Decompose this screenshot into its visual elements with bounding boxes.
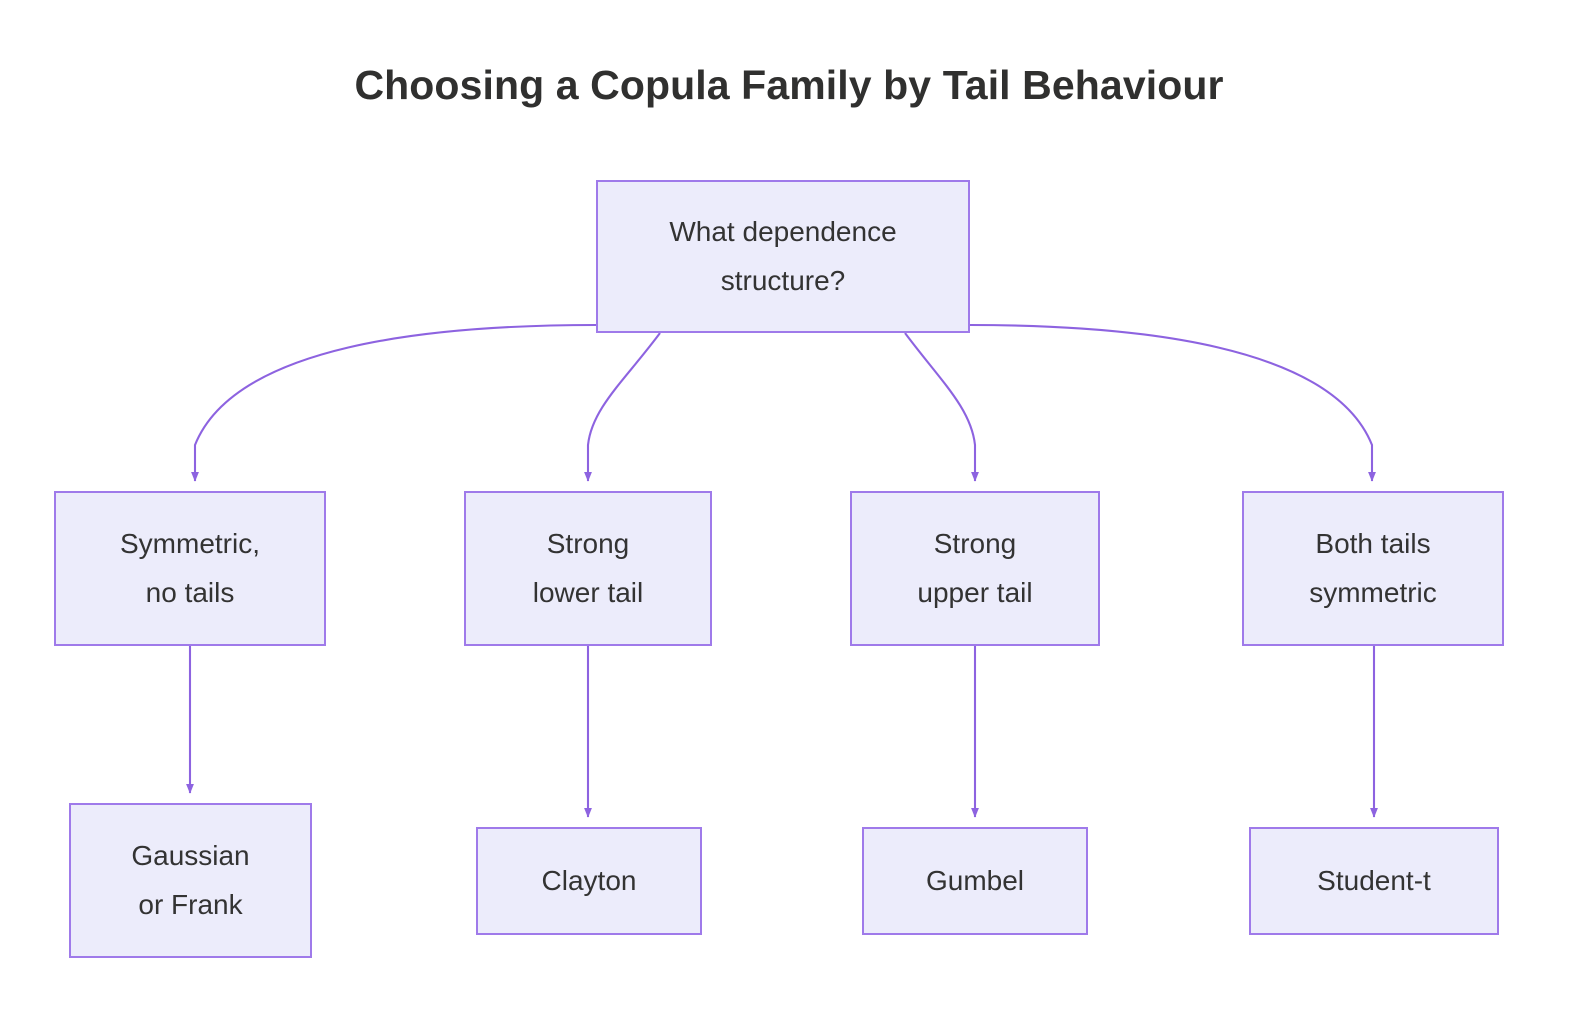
node-leaf-clayton-line-1: Clayton — [541, 864, 637, 896]
edge-root-to-strong-lower-tail — [584, 332, 661, 482]
node-leaf-student-t-line-1: Student-t — [1317, 864, 1431, 896]
node-leaf-student-t[interactable]: Student-t — [1249, 827, 1499, 935]
node-branch-strong-upper-tail[interactable]: Strong upper tail — [850, 491, 1100, 646]
node-branch-symmetric-no-tails-line-2: no tails — [145, 576, 235, 608]
edge-root-to-strong-upper-tail — [904, 332, 979, 482]
edge-root-to-symmetric-no-tails — [191, 323, 597, 482]
node-branch-strong-upper-tail-line-2: upper tail — [917, 576, 1033, 608]
node-leaf-gaussian-or-frank-line-2: or Frank — [138, 888, 243, 920]
node-branch-strong-lower-tail[interactable]: Strong lower tail — [464, 491, 712, 646]
node-leaf-gumbel[interactable]: Gumbel — [862, 827, 1088, 935]
node-branch-both-tails-symmetric-line-2: symmetric — [1309, 576, 1437, 608]
edge-root-to-both-tails-symmetric — [969, 323, 1376, 482]
node-root-line-2: structure? — [720, 264, 846, 296]
node-branch-both-tails-symmetric-line-1: Both tails — [1315, 528, 1431, 560]
node-branch-symmetric-no-tails-line-1: Symmetric, — [120, 528, 260, 560]
node-leaf-gumbel-line-1: Gumbel — [925, 864, 1025, 896]
node-leaf-clayton[interactable]: Clayton — [476, 827, 702, 935]
node-branch-symmetric-no-tails[interactable]: Symmetric, no tails — [54, 491, 326, 646]
node-leaf-gaussian-or-frank[interactable]: Gaussian or Frank — [69, 803, 312, 958]
node-branch-both-tails-symmetric[interactable]: Both tails symmetric — [1242, 491, 1504, 646]
page-title: Choosing a Copula Family by Tail Behavio… — [354, 62, 1224, 108]
node-branch-strong-lower-tail-line-1: Strong — [546, 528, 630, 560]
node-branch-strong-lower-tail-line-2: lower tail — [532, 576, 644, 608]
node-leaf-gaussian-or-frank-line-1: Gaussian — [131, 840, 250, 872]
node-branch-strong-upper-tail-line-1: Strong — [933, 528, 1017, 560]
node-root[interactable]: What dependence structure? — [596, 180, 970, 333]
node-root-line-1: What dependence — [669, 216, 897, 248]
